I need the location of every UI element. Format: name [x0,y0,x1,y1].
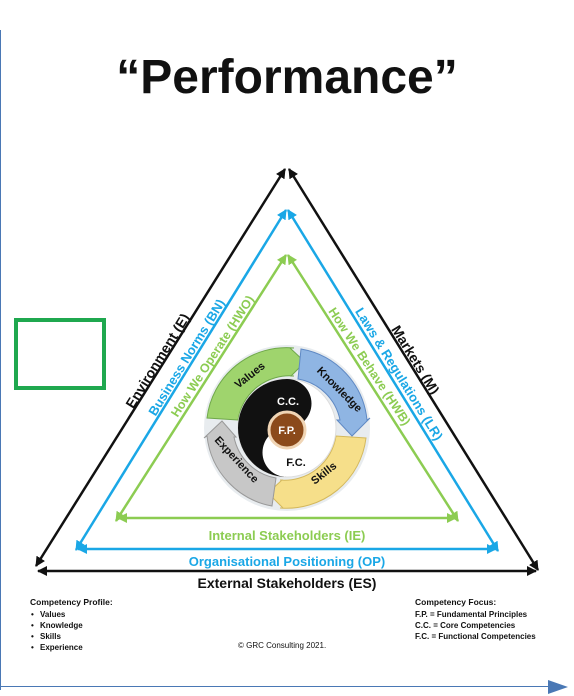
focus-item: F.C. = Functional Competencies [415,632,536,641]
profile-item: Skills [31,631,113,642]
left-guide-line [0,30,1,690]
ring-experience-segment [203,420,277,507]
ring-values-segment [206,347,306,421]
competency-ring: Values Knowledge Skills Experience C.C. … [203,345,371,511]
core-fc-label: F.C. [286,457,306,469]
core-fp-circle [267,410,307,450]
competency-profile-legend: Competency Profile: Values Knowledge Ski… [30,597,113,653]
inner-right-arrow [286,254,460,522]
core-fp-label: F.P. [278,425,296,437]
middle-bottom-label: Organisational Positioning (OP) [189,554,385,569]
focus-item: C.C. = Core Competencies [415,621,516,630]
ring-knowledge-segment [297,348,371,437]
focus-item: F.P. = Fundamental Principles [415,610,528,619]
core-cc-label: C.C. [277,396,299,408]
ring-skills-segment [267,435,367,509]
right-arrow-icon [548,680,568,694]
profile-item: Knowledge [31,620,113,631]
outer-bottom-label: External Stakeholders (ES) [198,575,377,591]
competency-focus-title: Competency Focus: [415,597,497,607]
bottom-guide-line [0,686,548,687]
page-title: “Performance” [116,51,458,104]
competency-focus-legend: Competency Focus: F.P. = Fundamental Pri… [415,597,536,642]
competency-profile-title: Competency Profile: [30,597,113,607]
inner-bottom-label: Internal Stakeholders (IE) [209,528,366,543]
copyright-text: © GRC Consulting 2021. [238,641,327,650]
inner-left-arrow [114,254,288,522]
profile-item: Experience [31,642,113,653]
profile-item: Values [31,609,113,620]
